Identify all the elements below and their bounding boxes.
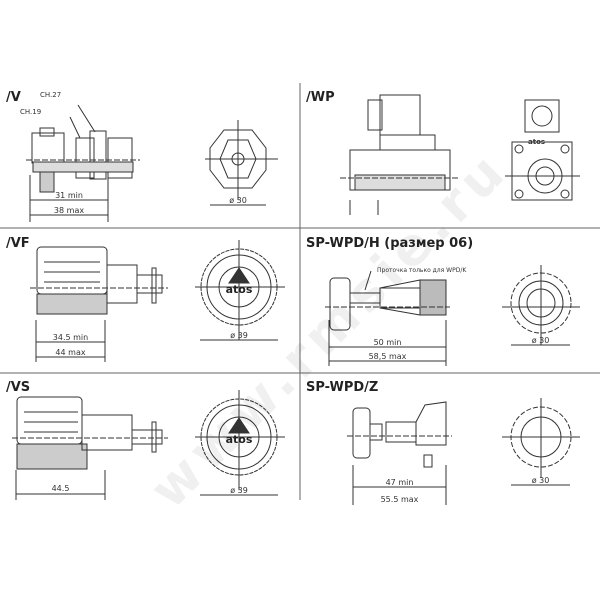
dim-v-max: 38 max — [53, 206, 85, 215]
wpd-h-note: Проточка только для WPD/K — [377, 267, 467, 274]
v-front-view — [205, 120, 278, 206]
wpd-z-front-view — [502, 398, 580, 486]
vf-side-view — [30, 246, 168, 362]
dim-wpd-h-min: 50 min — [373, 338, 402, 347]
dim-wpd-h-diameter: ø 30 — [531, 336, 550, 345]
dim-vs-length: 44.5 — [51, 484, 70, 493]
panel-dividers — [0, 83, 600, 500]
panel-label-wpd-z: SP-WPD/Z — [306, 380, 379, 395]
dim-v-diameter: ø 30 — [229, 196, 247, 205]
dim-vf-diameter: ø 39 — [230, 331, 248, 340]
wp-front-view — [505, 99, 580, 201]
callout-ch27: CH.27 — [40, 91, 62, 99]
dim-vs-diameter: ø 39 — [230, 486, 248, 495]
panel-label-wpd-h: SP-WPD/H (размер 06) — [306, 236, 474, 251]
panel-label-v: /V — [6, 90, 21, 105]
panel-label-vf: /VF — [6, 236, 30, 251]
panel-label-vs: /VS — [6, 380, 31, 395]
dim-v-min: 31 min — [55, 191, 83, 200]
v-side-view — [26, 104, 140, 222]
dim-vf-min: 34.5 min — [52, 333, 89, 342]
dim-wpd-z-diameter: ø 30 — [531, 476, 550, 485]
vf-front-view — [195, 240, 285, 341]
wp-logo: atos — [528, 138, 546, 146]
dim-vf-max: 44 max — [55, 348, 86, 357]
wp-side-view — [340, 94, 460, 215]
panel-label-wp: /WP — [306, 90, 335, 105]
dim-wpd-z-max: 55.5 max — [380, 495, 419, 504]
dim-wpd-h-max: 58,5 max — [368, 352, 407, 361]
vs-front-view — [195, 390, 285, 496]
dim-wpd-z-min: 47 min — [385, 478, 414, 487]
wpd-z-side-view — [347, 401, 452, 505]
vs-logo: atos — [225, 433, 253, 446]
wpd-h-side-view — [325, 270, 450, 366]
callout-ch19: CH.19 — [20, 108, 42, 116]
wpd-h-front-view — [502, 265, 580, 346]
vf-logo: atos — [225, 283, 253, 296]
vs-side-view — [12, 396, 168, 500]
